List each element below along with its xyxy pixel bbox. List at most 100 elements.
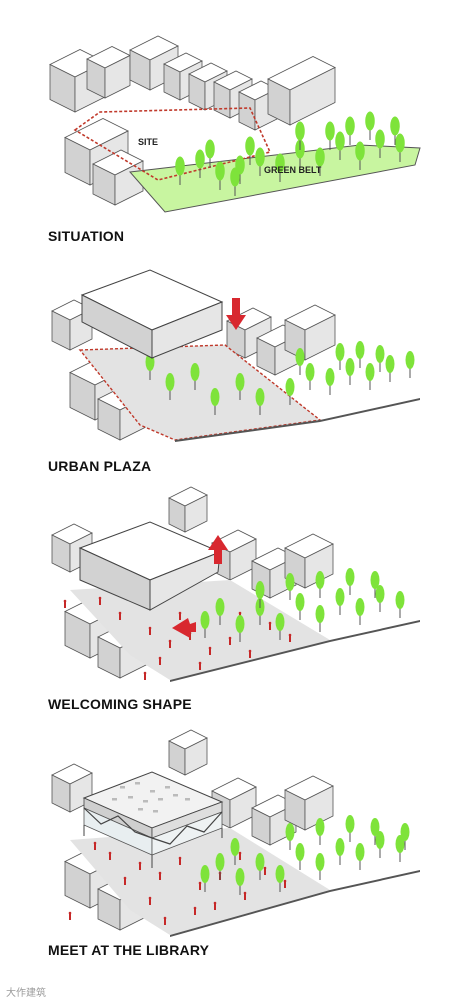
skylight [185, 798, 190, 801]
tree-icon [405, 351, 415, 378]
caption-meet-at-the-library: MEET AT THE LIBRARY [48, 942, 210, 958]
building-block [267, 56, 336, 126]
skylight [128, 796, 133, 799]
skylight [138, 808, 143, 811]
tree-icon [345, 358, 355, 385]
down-arrow-icon [226, 298, 246, 330]
person-figure [238, 851, 242, 860]
tree-icon [285, 378, 295, 405]
tree-icon [275, 865, 285, 892]
tree-icon [375, 129, 385, 158]
tree-icon [175, 156, 185, 185]
tree-icon [375, 831, 385, 858]
person-figure [208, 646, 212, 655]
tree-icon [190, 363, 200, 390]
plaza-trees [145, 341, 415, 415]
tree-icon [255, 853, 265, 880]
plaza-trees [200, 815, 410, 895]
tree-icon [235, 373, 245, 400]
skylight [158, 798, 163, 801]
site-label: SITE [138, 137, 158, 147]
building-block [168, 486, 208, 533]
person-figure [213, 901, 217, 910]
tree-icon [295, 348, 305, 375]
tree-icon [355, 141, 365, 170]
tree-icon [215, 853, 225, 880]
up-arrow-icon [208, 535, 228, 564]
person-figure [263, 866, 267, 875]
skylight [165, 786, 170, 789]
tree-icon [235, 615, 245, 642]
tree-icon [200, 611, 210, 638]
tree-icon [215, 598, 225, 625]
person-figure [178, 856, 182, 865]
tree-icon [355, 598, 365, 625]
tree-icon [255, 581, 265, 608]
plaza-ground [70, 828, 330, 935]
meet-at-library-drawing [51, 729, 420, 937]
plaza-ground [70, 580, 330, 680]
tree-icon [315, 147, 325, 176]
person-figure [288, 633, 292, 642]
roof-skylights [112, 782, 190, 813]
person-figure [198, 661, 202, 670]
tree-icon [200, 865, 210, 892]
person-figure [178, 611, 182, 620]
library-structure [82, 771, 224, 868]
watermark: 大作建筑 [6, 988, 46, 999]
caption-situation: SITUATION [48, 228, 125, 244]
skylight [153, 810, 158, 813]
tree-icon [275, 613, 285, 640]
surrounding-buildings [51, 299, 336, 441]
tree-icon [315, 853, 325, 880]
person-figure [68, 911, 72, 920]
welcoming-shape-drawing [51, 486, 420, 682]
tree-icon [325, 368, 335, 395]
surrounding-buildings [51, 729, 334, 931]
tree-icon [275, 153, 285, 182]
building-block [251, 794, 297, 846]
person-figure [118, 611, 122, 620]
caption-urban-plaza: URBAN PLAZA [48, 458, 152, 474]
person-figure [283, 879, 287, 888]
tree-icon [355, 843, 365, 870]
tree-icon [255, 388, 265, 415]
panel-urban-plaza: URBAN PLAZA [0, 250, 474, 480]
tree-icon [245, 136, 255, 165]
person-figure [163, 916, 167, 925]
tree-icon [305, 363, 315, 390]
tree-icon [345, 568, 355, 595]
tree-icon [345, 116, 355, 145]
pointer-arrow-icon [172, 618, 196, 638]
person-figure [268, 621, 272, 630]
situation-drawing: SITE GREEN BELT [49, 35, 421, 213]
tree-icon [210, 388, 220, 415]
panel-situation: SITE GREEN BELT SITUATION [0, 0, 474, 250]
ground-line [170, 620, 420, 682]
tree-icon [375, 585, 385, 612]
tree-icon [235, 868, 245, 895]
tree-icon [285, 573, 295, 600]
person-figure [143, 671, 147, 680]
library-volume [78, 521, 222, 611]
person-figure [158, 871, 162, 880]
ground-line [175, 398, 420, 442]
green-belt [128, 144, 421, 213]
tree-icon [315, 605, 325, 632]
tree-icon [395, 133, 405, 162]
tree-icon [205, 139, 215, 168]
tree-icon [335, 131, 345, 160]
skylight [112, 798, 117, 801]
tree-icon [230, 838, 240, 865]
site-outline [73, 107, 272, 181]
tree-icon [395, 835, 405, 862]
urban-plaza-drawing [51, 269, 420, 442]
tree-icon [335, 838, 345, 865]
skylight [120, 786, 125, 789]
tree-icon [335, 343, 345, 370]
plaza-ground [78, 344, 322, 441]
tree-icon [390, 116, 400, 145]
person-figure [193, 906, 197, 915]
tree-icon [255, 147, 265, 176]
building-block [284, 304, 336, 361]
